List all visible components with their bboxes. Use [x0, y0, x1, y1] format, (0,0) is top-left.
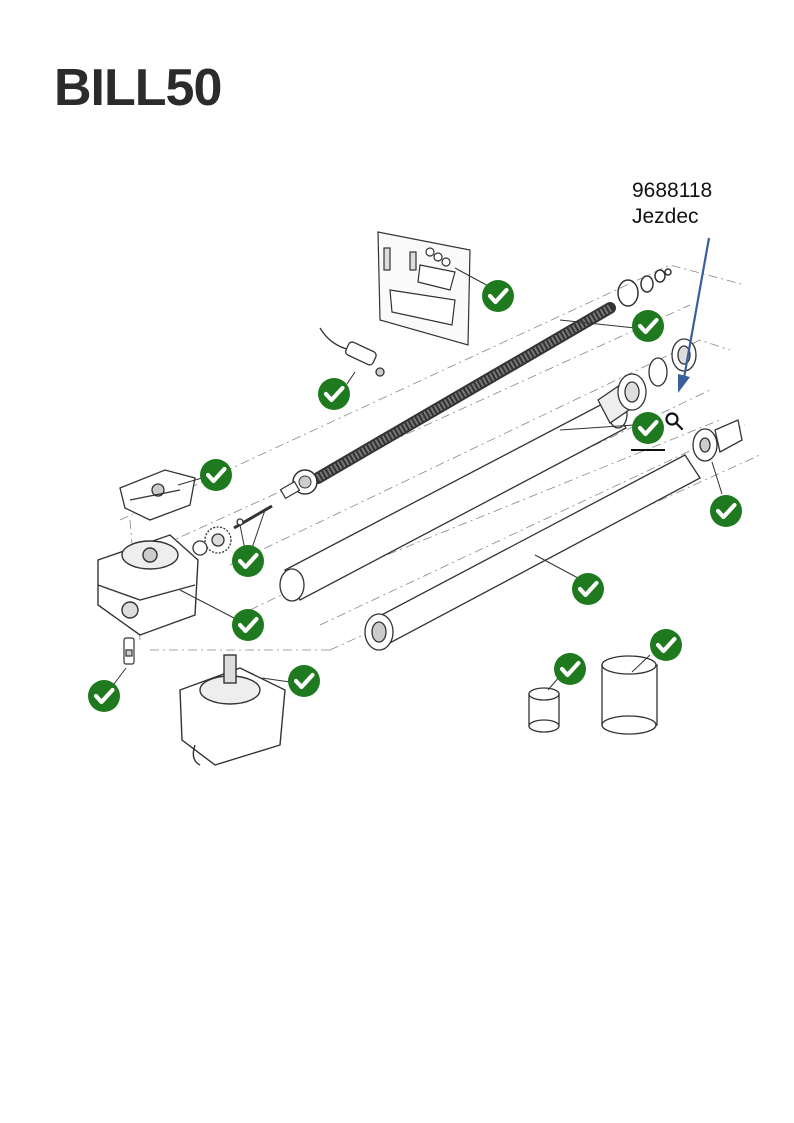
- part-number: 9688118: [632, 179, 713, 202]
- check-circle-icon[interactable]: [632, 310, 664, 342]
- check-circle-icon[interactable]: [318, 378, 350, 410]
- check-circle-icon[interactable]: [632, 412, 664, 444]
- top-cover: [119, 469, 196, 521]
- part-callout: 9688118 Jezdec: [632, 178, 712, 230]
- check-circle-icon[interactable]: [650, 629, 682, 661]
- large-grease-tub: [601, 655, 658, 735]
- check-circle-icon[interactable]: [232, 545, 264, 577]
- check-circle-icon[interactable]: [200, 459, 232, 491]
- check-circle-icon[interactable]: [710, 495, 742, 527]
- page-title: BILL50: [54, 59, 222, 117]
- check-circle-icon[interactable]: [88, 680, 120, 712]
- slider-nut: [597, 338, 697, 424]
- check-circle-icon[interactable]: [572, 573, 604, 605]
- sensor-cable: [319, 327, 385, 377]
- guide-tube: [279, 399, 628, 602]
- washers: [617, 268, 672, 307]
- gearbox-housing: [97, 534, 199, 636]
- check-circle-icon[interactable]: [232, 609, 264, 641]
- worm-screw: [279, 302, 616, 500]
- motor: [179, 654, 286, 766]
- connector: [123, 637, 135, 665]
- outer-tube: [364, 454, 701, 651]
- part-name: Jezdec: [632, 205, 699, 228]
- magnifier-icon[interactable]: [665, 412, 684, 431]
- check-circle-icon[interactable]: [554, 653, 586, 685]
- gear-and-bolt: [192, 504, 273, 556]
- check-circle-icon[interactable]: [482, 280, 514, 312]
- check-circle-icon[interactable]: [288, 665, 320, 697]
- callout-arrow: [678, 237, 711, 393]
- accessory-bag: [377, 231, 471, 346]
- small-grease-tub: [528, 687, 560, 733]
- front-fitting: [692, 419, 743, 462]
